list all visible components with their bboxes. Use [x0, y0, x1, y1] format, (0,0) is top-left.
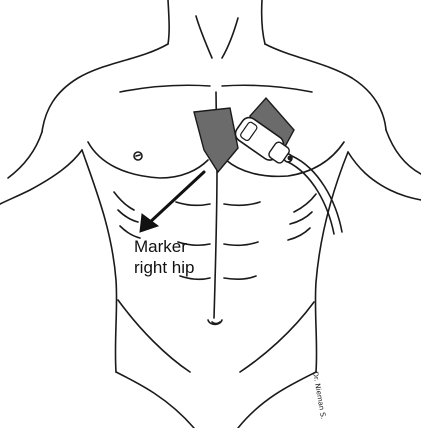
abs-row-3-right [224, 276, 256, 279]
direction-arrow [140, 172, 204, 232]
marker-annotation: Marker right hip [134, 236, 224, 278]
neck-right-outline [262, 0, 265, 44]
rib-right-3 [288, 228, 310, 240]
neck-left-outline [168, 0, 169, 44]
rib-left-2 [118, 210, 138, 222]
pad-left-lobe [194, 108, 238, 172]
abs-row-1-left [176, 202, 210, 205]
neck-tendon-left [196, 16, 212, 58]
artist-signature: Dr. Nieman S. [311, 371, 327, 420]
marker-annotation-line2: right hip [134, 257, 224, 278]
arm-left-outer [8, 132, 42, 178]
torso-left-side [82, 150, 117, 372]
arm-right-inner [348, 152, 421, 200]
rib-right-1 [294, 194, 316, 212]
clavicle-right [222, 85, 312, 92]
marker-annotation-line1: Marker [134, 236, 224, 257]
torso-right-side [315, 152, 348, 372]
neck-tendon-right [222, 18, 238, 58]
rib-left-1 [114, 192, 134, 210]
abs-row-2-right [224, 242, 258, 245]
inguinal-left [116, 372, 194, 428]
pectoral-left [88, 142, 208, 178]
inguinal-right [238, 372, 316, 428]
hip-crest-right [240, 302, 314, 372]
svg-text:Dr. Nieman S.: Dr. Nieman S. [311, 371, 327, 420]
abs-row-1-right [224, 202, 260, 205]
rib-right-2 [290, 212, 312, 224]
clavicle-left [120, 85, 210, 92]
arm-left-inner [0, 150, 82, 204]
hip-crest-left [118, 300, 190, 372]
arm-right-outer [386, 130, 421, 174]
